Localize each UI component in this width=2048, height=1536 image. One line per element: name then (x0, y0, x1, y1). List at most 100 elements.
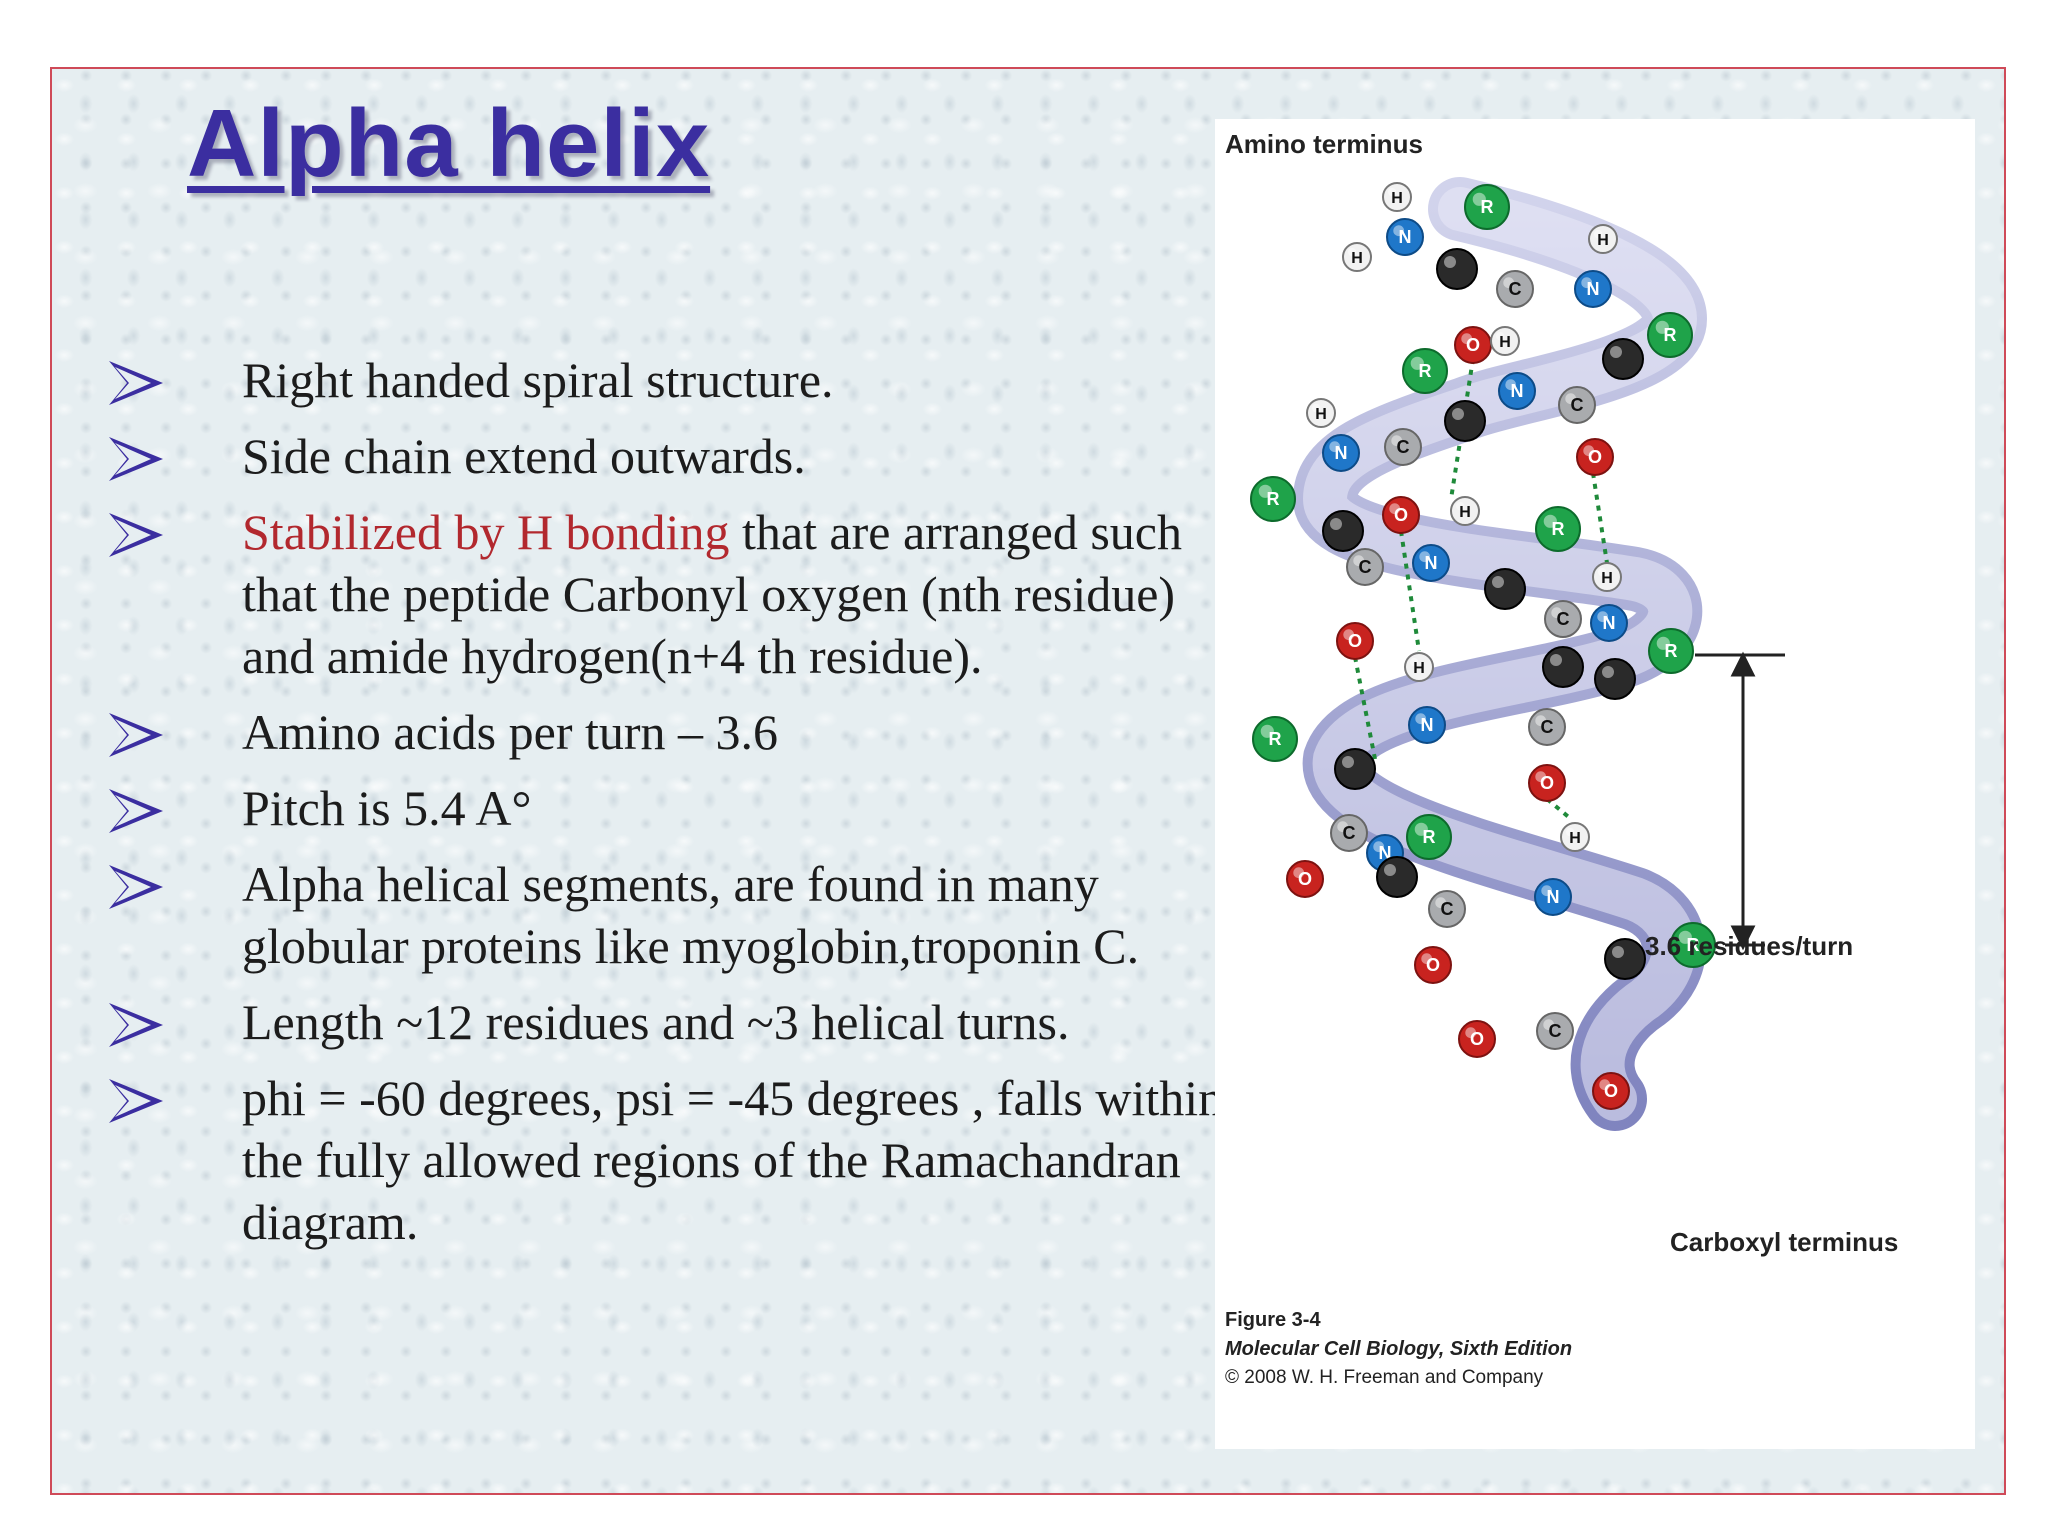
atom-n: N (1574, 270, 1612, 308)
svg-text:N: N (1421, 715, 1434, 735)
bullet-item: Pitch is 5.4 A° (107, 777, 1237, 839)
atom-o: O (1458, 1020, 1496, 1058)
svg-text:N: N (1335, 443, 1348, 463)
arrow-bullet-icon (109, 1079, 163, 1123)
atom-c: C (1536, 1012, 1574, 1050)
svg-text:H: H (1351, 250, 1363, 267)
bullet-text: Pitch is 5.4 A° (242, 780, 532, 836)
arrow-bullet-icon (109, 361, 163, 405)
bullet-text: Alpha helical segments, are found in man… (242, 856, 1140, 974)
svg-text:R: R (1664, 325, 1677, 345)
atom-n: N (1590, 604, 1628, 642)
svg-text:R: R (1267, 489, 1280, 509)
atom-o: O (1528, 764, 1566, 802)
bullet-item: Right handed spiral structure. (107, 349, 1237, 411)
atom-alpha-carbon (1334, 748, 1376, 790)
arrow-bullet-icon (109, 437, 163, 481)
svg-text:O: O (1348, 631, 1362, 651)
atom-o: O (1592, 1072, 1630, 1110)
svg-text:O: O (1540, 773, 1554, 793)
svg-text:H: H (1315, 406, 1327, 423)
svg-text:H: H (1601, 570, 1613, 587)
atom-alpha-carbon (1484, 568, 1526, 610)
slide: Alpha helix Right handed spiral structur… (50, 67, 2006, 1495)
svg-text:C: C (1549, 1021, 1562, 1041)
atom-r: R (1402, 348, 1448, 394)
atom-c: C (1544, 600, 1582, 638)
atom-o: O (1576, 438, 1614, 476)
atom-c: C (1496, 270, 1534, 308)
slide-title: Alpha helix (187, 90, 711, 197)
atom-alpha-carbon (1542, 646, 1584, 688)
caption-figure-number: Figure 3-4 (1225, 1309, 1321, 1331)
bullet-text: Right handed spiral structure. (242, 352, 834, 408)
atom-r: R (1670, 922, 1716, 968)
atom-h: H (1382, 182, 1412, 212)
atom-r: R (1648, 628, 1694, 674)
atom-alpha-carbon (1376, 856, 1418, 898)
bullet-highlight: Stabilized by H bonding (242, 504, 730, 560)
atom-c: C (1558, 386, 1596, 424)
atom-h: H (1404, 652, 1434, 682)
svg-text:O: O (1588, 447, 1602, 467)
svg-text:O: O (1470, 1029, 1484, 1049)
svg-text:H: H (1391, 190, 1403, 207)
bullet-list: Right handed spiral structure. Side chai… (107, 349, 1237, 1267)
bullet-text: Amino acids per turn – 3.6 (242, 704, 779, 760)
svg-text:H: H (1597, 232, 1609, 249)
bullet-text: that are arranged such that the peptide … (242, 504, 1182, 684)
atom-n: N (1534, 878, 1572, 916)
arrow-bullet-icon (109, 1003, 163, 1047)
bullet-item: Alpha helical segments, are found in man… (107, 853, 1237, 977)
atom-c: C (1428, 890, 1466, 928)
svg-text:O: O (1394, 505, 1408, 525)
svg-text:C: C (1343, 823, 1356, 843)
atom-o: O (1286, 860, 1324, 898)
amino-terminus-label: Amino terminus (1225, 129, 1423, 159)
svg-text:R: R (1552, 519, 1565, 539)
svg-text:H: H (1499, 334, 1511, 351)
atom-h: H (1592, 562, 1622, 592)
carboxyl-terminus-label: Carboxyl terminus (1670, 1227, 1899, 1257)
svg-text:C: C (1359, 557, 1372, 577)
atom-h: H (1588, 224, 1618, 254)
svg-text:R: R (1665, 641, 1678, 661)
svg-text:O: O (1426, 955, 1440, 975)
svg-text:N: N (1425, 553, 1438, 573)
residues-per-turn-label: 3.6 residues/turn (1645, 931, 1854, 961)
atom-alpha-carbon (1594, 658, 1636, 700)
svg-text:O: O (1466, 335, 1480, 355)
svg-text:R: R (1419, 361, 1432, 381)
svg-text:C: C (1441, 899, 1454, 919)
atom-alpha-carbon (1444, 400, 1486, 442)
svg-text:O: O (1298, 869, 1312, 889)
bullet-item: Stabilized by H bonding that are arrange… (107, 501, 1237, 687)
svg-text:C: C (1541, 717, 1554, 737)
svg-text:C: C (1571, 395, 1584, 415)
atom-h: H (1490, 326, 1520, 356)
atom-alpha-carbon (1322, 510, 1364, 552)
atom-o: O (1454, 326, 1492, 364)
atom-c: C (1528, 708, 1566, 746)
svg-text:H: H (1569, 830, 1581, 847)
svg-text:C: C (1397, 437, 1410, 457)
atom-r: R (1250, 476, 1296, 522)
svg-text:R: R (1423, 827, 1436, 847)
arrow-bullet-icon (109, 865, 163, 909)
atom-h: H (1306, 398, 1336, 428)
arrow-bullet-icon (109, 789, 163, 833)
svg-text:R: R (1687, 935, 1700, 955)
bullet-text: Length ~12 residues and ~3 helical turns… (242, 994, 1070, 1050)
svg-text:H: H (1413, 660, 1425, 677)
atom-c: C (1330, 814, 1368, 852)
bullet-item: phi = -60 degrees, psi = -45 degrees , f… (107, 1067, 1237, 1253)
arrow-bullet-icon (109, 713, 163, 757)
caption-book-title: Molecular Cell Biology, Sixth Edition (1225, 1338, 1573, 1360)
svg-text:O: O (1604, 1081, 1618, 1101)
atom-n: N (1412, 544, 1450, 582)
svg-text:H: H (1459, 504, 1471, 521)
bullet-item: Side chain extend outwards. (107, 425, 1237, 487)
figure-caption: Figure 3-4 Molecular Cell Biology, Sixth… (1225, 1309, 1572, 1389)
